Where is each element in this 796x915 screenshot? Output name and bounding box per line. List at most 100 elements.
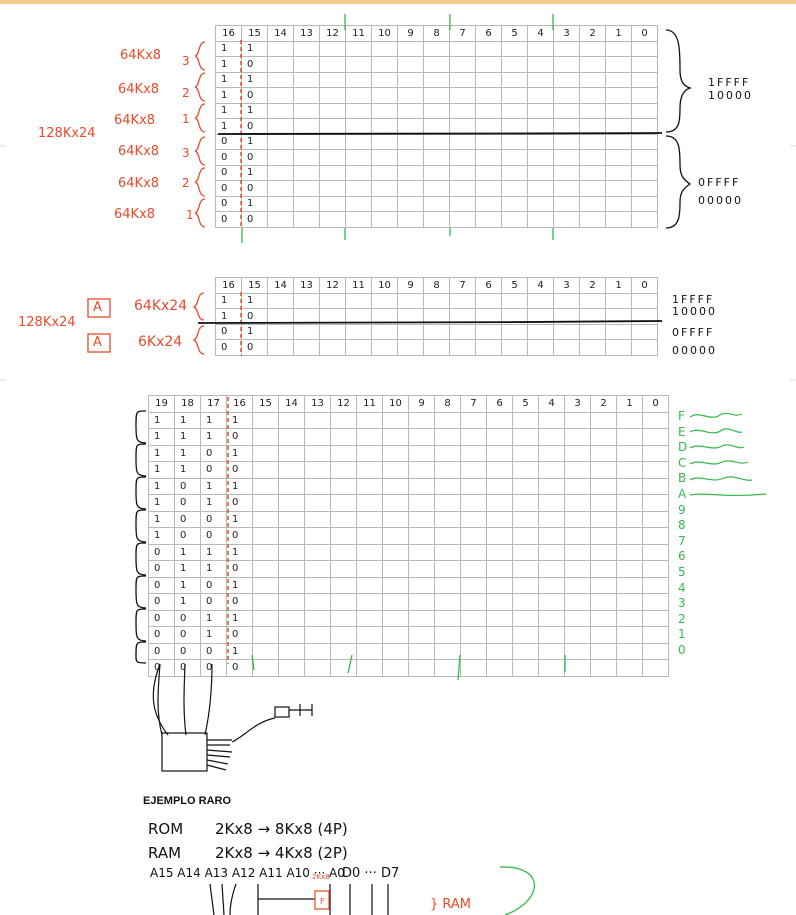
bit-cell xyxy=(475,211,502,228)
bit-cell xyxy=(267,71,294,88)
bit-cell xyxy=(460,477,487,495)
bit-cell xyxy=(501,180,528,197)
bit-cell xyxy=(345,180,372,197)
bit-cell xyxy=(319,118,346,135)
bit-cell xyxy=(304,527,331,545)
bit-cell xyxy=(423,308,450,325)
bit-cell: 0 xyxy=(226,428,253,446)
bit-cell xyxy=(475,87,502,104)
bit-cell: 1 xyxy=(241,102,268,119)
bit-cell xyxy=(319,71,346,88)
bit-cell xyxy=(397,118,424,135)
bit-cell: 1 xyxy=(241,323,268,340)
bit-cell xyxy=(616,461,643,479)
bit-cell xyxy=(304,461,331,479)
bit-cell xyxy=(538,609,565,627)
bit-cell xyxy=(252,494,279,512)
bit-cell xyxy=(512,560,539,578)
bit-cell xyxy=(642,527,669,545)
bit-header: 9 xyxy=(397,277,424,294)
bit-cell xyxy=(486,411,513,429)
bit-cell: 1 xyxy=(148,494,175,512)
bit-cell: 1 xyxy=(148,428,175,446)
bit-cell xyxy=(252,428,279,446)
chip-label: 64Kx8 xyxy=(118,82,160,97)
bit-cell xyxy=(434,428,461,446)
bit-cell xyxy=(345,133,372,150)
bit-cell: 1 xyxy=(241,195,268,212)
bit-cell xyxy=(408,527,435,545)
bit-cell xyxy=(423,195,450,212)
bit-cell: 1 xyxy=(200,494,227,512)
bit-header: 14 xyxy=(267,277,294,294)
chip-tag: 2Kx8 xyxy=(312,873,330,881)
bit-cell xyxy=(330,477,357,495)
bit-cell xyxy=(356,461,383,479)
bit-header: 2 xyxy=(579,25,606,42)
bit-cell xyxy=(267,40,294,57)
bit-cell xyxy=(330,593,357,611)
bit-cell xyxy=(486,543,513,561)
chip-index: 3 xyxy=(182,54,190,68)
bit-cell xyxy=(371,56,398,73)
bit-cell xyxy=(319,56,346,73)
bit-cell xyxy=(345,71,372,88)
bit-cell xyxy=(527,149,554,166)
bit-cell xyxy=(501,71,528,88)
bit-cell xyxy=(475,308,502,325)
bit-cell: 1 xyxy=(148,477,175,495)
bit-cell: 1 xyxy=(174,576,201,594)
hex-label: 1 xyxy=(678,627,686,642)
bit-cell xyxy=(605,102,632,119)
bit-cell: 1 xyxy=(226,543,253,561)
bit-header: 12 xyxy=(330,395,357,413)
bit-header: 19 xyxy=(148,395,175,413)
bit-cell xyxy=(564,428,591,446)
bit-cell xyxy=(475,71,502,88)
bit-cell xyxy=(501,195,528,212)
bit-cell xyxy=(408,543,435,561)
bit-cell xyxy=(616,642,643,660)
bit-header: 18 xyxy=(174,395,201,413)
bit-cell xyxy=(423,133,450,150)
bit-cell xyxy=(371,308,398,325)
bit-cell xyxy=(293,195,320,212)
bit-cell xyxy=(579,195,606,212)
bit-cell xyxy=(475,102,502,119)
bit-cell xyxy=(553,149,580,166)
bit-cell xyxy=(486,428,513,446)
bit-cell xyxy=(356,642,383,660)
bit-cell xyxy=(397,40,424,57)
bit-cell xyxy=(486,494,513,512)
bit-cell xyxy=(579,118,606,135)
bit-cell xyxy=(501,308,528,325)
bit-cell: 1 xyxy=(226,510,253,528)
bit-cell: 0 xyxy=(226,659,253,677)
bit-cell xyxy=(278,609,305,627)
bit-cell xyxy=(605,118,632,135)
bit-cell xyxy=(642,593,669,611)
bit-cell xyxy=(382,428,409,446)
bit-cell xyxy=(486,477,513,495)
bit-cell xyxy=(538,642,565,660)
bit-cell xyxy=(616,543,643,561)
bit-cell xyxy=(293,71,320,88)
bit-cell xyxy=(330,543,357,561)
bit-cell xyxy=(590,642,617,660)
bit-cell: 0 xyxy=(174,494,201,512)
bit-cell xyxy=(538,560,565,578)
bit-cell xyxy=(252,593,279,611)
bit-cell: 0 xyxy=(200,642,227,660)
bit-cell xyxy=(475,195,502,212)
bit-cell xyxy=(616,477,643,495)
bit-cell xyxy=(642,576,669,594)
bit-header: 1 xyxy=(616,395,643,413)
ram-formula: 2Kx8 → 4Kx8 (2P) xyxy=(215,844,348,862)
bit-cell xyxy=(252,477,279,495)
bit-cell xyxy=(590,560,617,578)
bit-cell xyxy=(553,40,580,57)
bit-cell: 0 xyxy=(241,56,268,73)
